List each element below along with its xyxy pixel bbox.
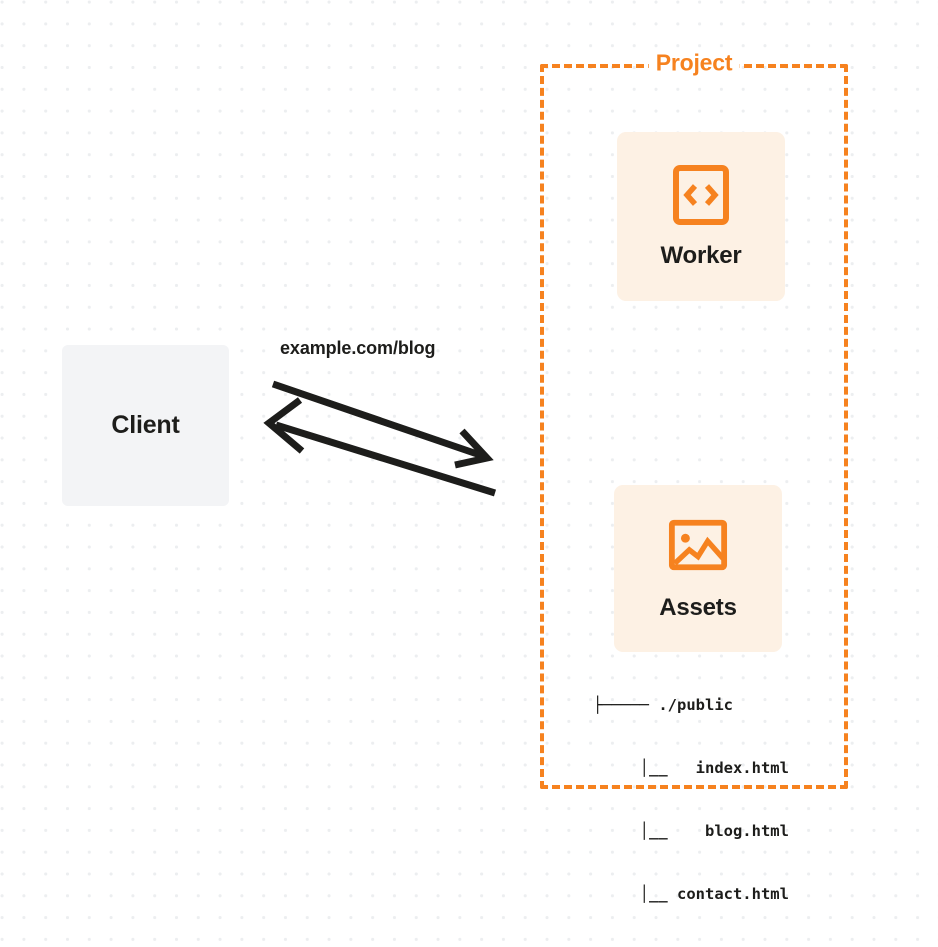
- request-arrow: [271, 380, 494, 469]
- project-container: Project Worker Assets ├───── ./public │_…: [540, 49, 848, 903]
- file-tree-line: │__ contact.html: [593, 885, 789, 903]
- project-title: Project: [648, 49, 740, 77]
- file-tree-line: ├───── ./public: [593, 696, 733, 714]
- client-label: Client: [111, 411, 180, 439]
- file-tree-line: │__ index.html: [593, 759, 789, 777]
- code-brackets-icon: [673, 164, 729, 225]
- assets-node[interactable]: Assets: [614, 485, 782, 652]
- assets-file-tree: ├───── ./public │__ index.html │__ blog.…: [593, 653, 789, 947]
- response-arrow: [263, 397, 497, 497]
- assets-label: Assets: [659, 593, 737, 621]
- file-tree-line: │__ blog.html: [593, 822, 789, 840]
- image-icon: [668, 519, 728, 570]
- diagram-canvas: Client example.com/blog Project Worker: [62, 49, 848, 903]
- worker-label: Worker: [660, 241, 742, 269]
- connection-url-label: example.com/blog: [280, 338, 436, 358]
- worker-node[interactable]: Worker: [617, 132, 785, 301]
- client-node[interactable]: Client: [62, 345, 229, 506]
